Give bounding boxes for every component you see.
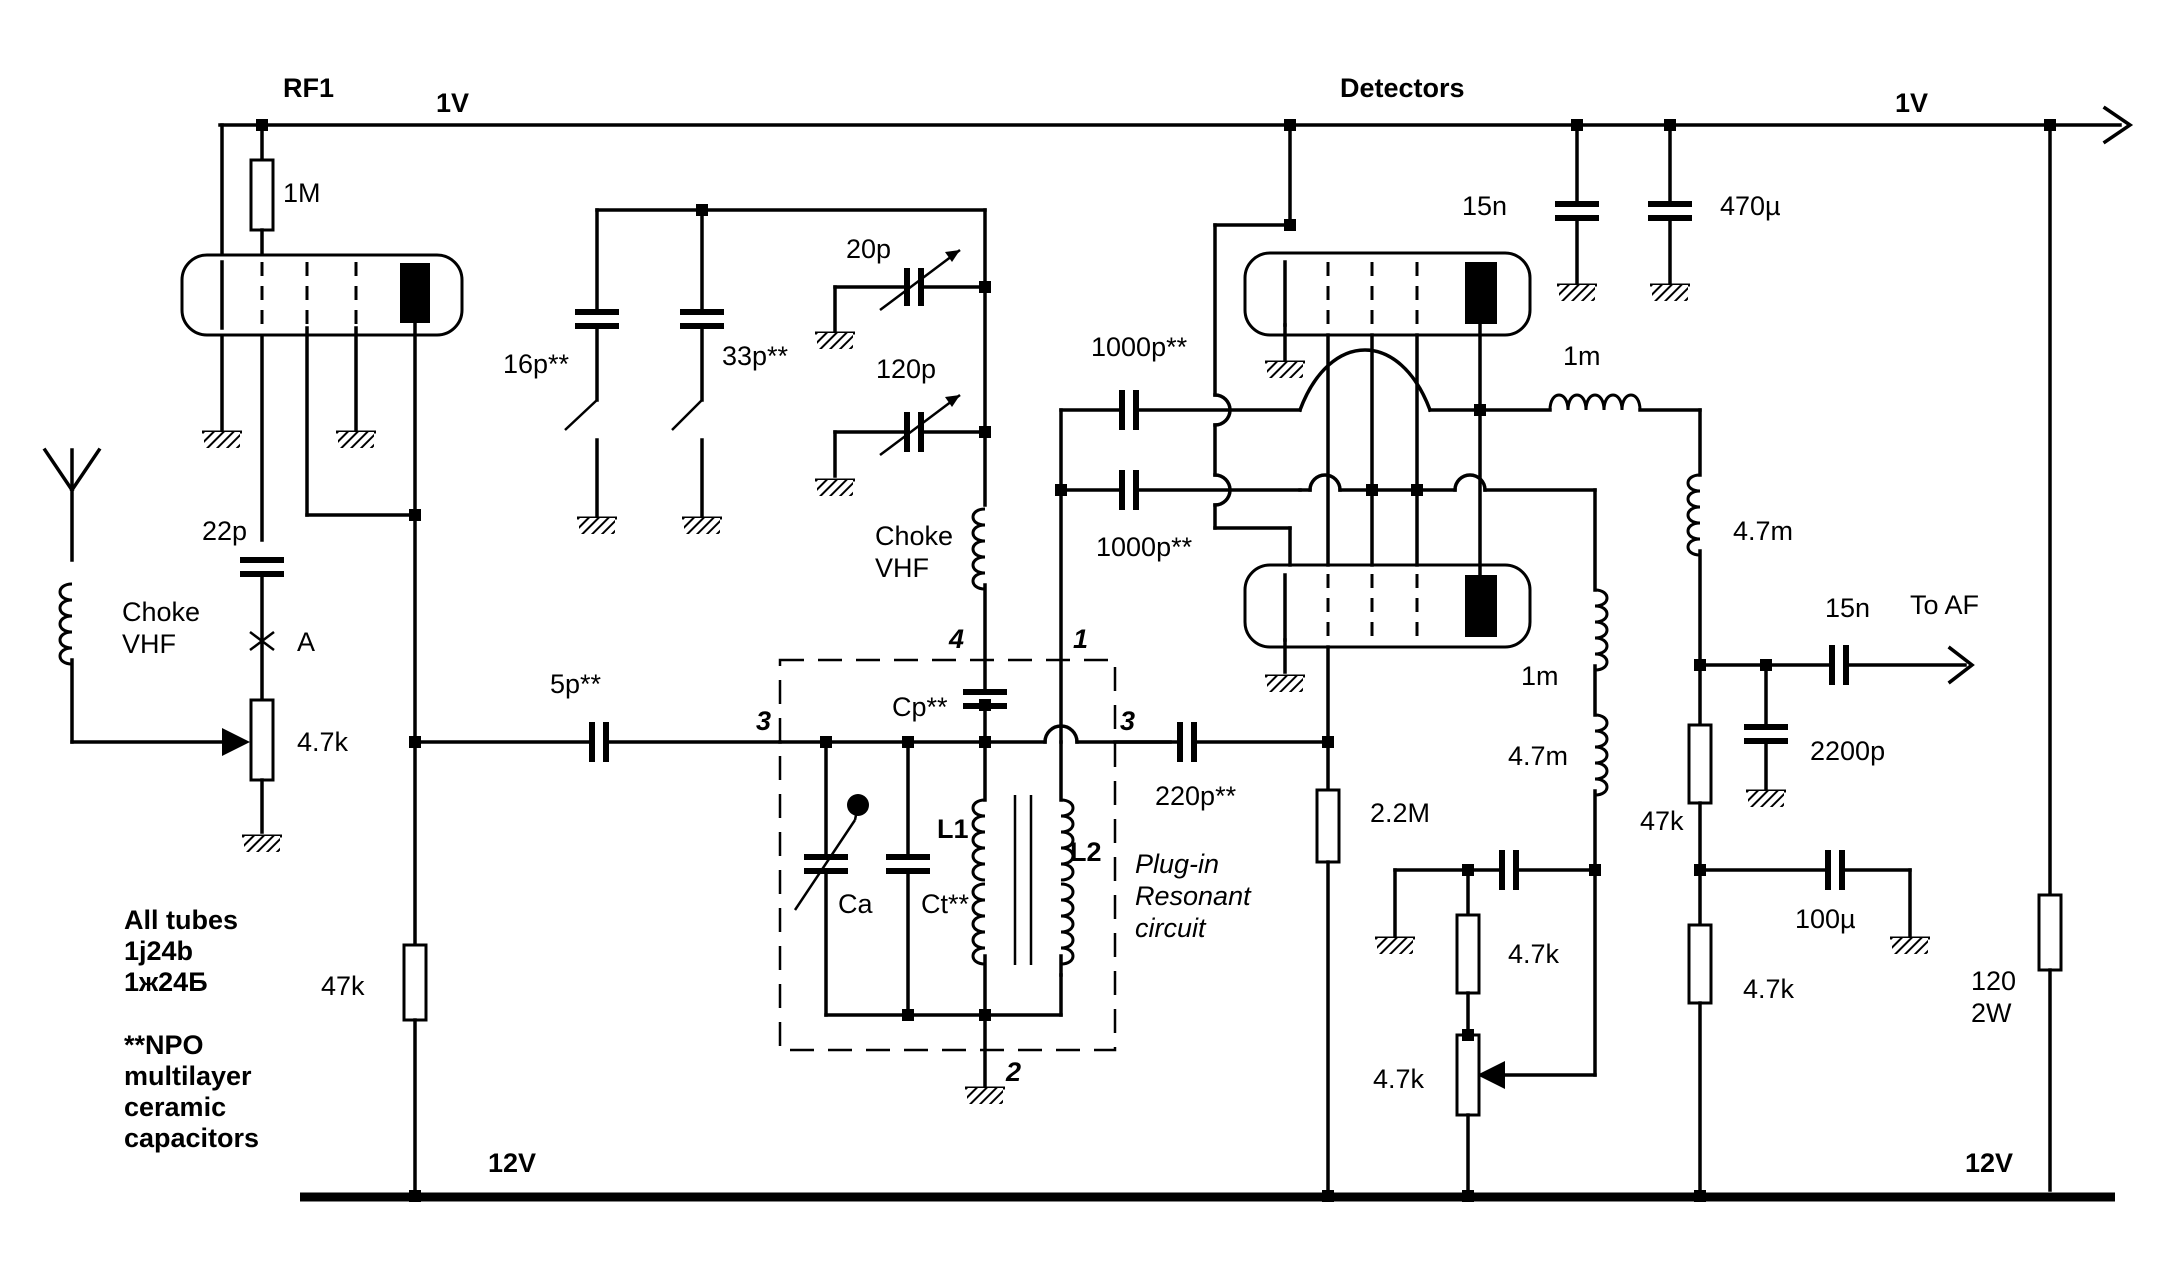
label-c-2200p: 2200p <box>1810 736 1885 766</box>
label-detectors: Detectors <box>1340 73 1465 103</box>
label-c-5p: 5p** <box>550 669 602 699</box>
label-pot-4k7-mid: 4.7k <box>1373 1064 1425 1094</box>
rf-stage <box>42 119 782 1202</box>
note-line-6: multilayer <box>124 1061 252 1091</box>
label-to-af: To AF <box>1910 590 1979 620</box>
output-stage <box>1687 119 2063 1202</box>
label-c-1000p-b: 1000p** <box>1096 532 1193 562</box>
label-c-470u: 470µ <box>1720 191 1781 221</box>
label-c-ca: Ca <box>838 889 873 919</box>
label-c-cp: Cp** <box>892 692 948 722</box>
label-pin-1: 1 <box>1073 624 1088 654</box>
label-l1: L1 <box>937 814 969 844</box>
label-l-4m7-right: 4.7m <box>1733 516 1793 546</box>
label-c-1000p-a: 1000p** <box>1091 332 1188 362</box>
label-r-47k-left: 47k <box>321 971 365 1001</box>
note-line-2: 1j24b <box>124 936 193 966</box>
label-choke-left-1: Choke <box>122 597 200 627</box>
detectors-stage <box>1055 119 1702 1202</box>
label-r-4k7-mid: 4.7k <box>1508 939 1560 969</box>
label-c-16p: 16p** <box>503 349 570 379</box>
label-rail-12v-left: 12V <box>488 1148 536 1178</box>
label-c-120p: 120p <box>876 354 936 384</box>
note-line-3: 1ж24Б <box>124 967 208 997</box>
label-r-2m2: 2.2M <box>1370 798 1430 828</box>
label-point-a: A <box>297 627 315 657</box>
label-pin-4: 4 <box>948 624 964 654</box>
label-rail-1v-right: 1V <box>1895 88 1928 118</box>
label-c-22p: 22p <box>202 516 247 546</box>
label-r-4k7-right: 4.7k <box>1743 974 1795 1004</box>
label-c-ct: Ct** <box>921 889 970 919</box>
label-pot-4k7: 4.7k <box>297 727 349 757</box>
label-plugin-3: circuit <box>1135 913 1207 943</box>
label-l-1m-top: 1m <box>1563 341 1601 371</box>
note-line-7: ceramic <box>124 1092 226 1122</box>
trimmer-bank <box>564 204 1007 744</box>
label-c-220p: 220p** <box>1155 781 1237 811</box>
label-c-33p: 33p** <box>722 341 789 371</box>
label-l2: L2 <box>1070 837 1102 867</box>
label-choke-mid-2: VHF <box>875 553 929 583</box>
note-line-8: capacitors <box>124 1123 259 1153</box>
rail-1v <box>218 105 2134 145</box>
label-plugin-1: Plug-in <box>1135 849 1219 879</box>
label-choke-mid-1: Choke <box>875 521 953 551</box>
labels: RF1 1V Detectors 1V 12V 12V 1M 22p Choke… <box>122 73 2016 1178</box>
label-pin-3a: 3 <box>756 706 771 736</box>
label-c-100u: 100µ <box>1795 904 1856 934</box>
label-rail-1v-left: 1V <box>436 88 469 118</box>
label-rail-12v-right: 12V <box>1965 1148 2013 1178</box>
label-l-4m7-mid: 4.7m <box>1508 741 1568 771</box>
label-rf1: RF1 <box>283 73 334 103</box>
tube-rf1 <box>180 253 464 337</box>
label-r-47k-right: 47k <box>1640 806 1684 836</box>
label-pin-3b: 3 <box>1120 706 1135 736</box>
label-choke-left-2: VHF <box>122 629 176 659</box>
resonant-circuit <box>778 408 1182 1106</box>
label-r-1m: 1M <box>283 178 321 208</box>
label-r-120: 120 <box>1971 966 2016 996</box>
label-l-1m-mid: 1m <box>1521 661 1559 691</box>
label-c-20p: 20p <box>846 234 891 264</box>
note-line-1: All tubes <box>124 905 238 935</box>
label-pin-2: 2 <box>1005 1057 1021 1087</box>
tube-detector-bottom <box>1243 563 1532 649</box>
label-r-120-2w: 2W <box>1971 998 2012 1028</box>
label-c-15n-out: 15n <box>1825 593 1870 623</box>
note-line-5: **NPO <box>124 1030 204 1060</box>
label-c-15n-top: 15n <box>1462 191 1507 221</box>
tube-detector-top <box>1243 251 1532 337</box>
label-plugin-2: Resonant <box>1135 881 1252 911</box>
